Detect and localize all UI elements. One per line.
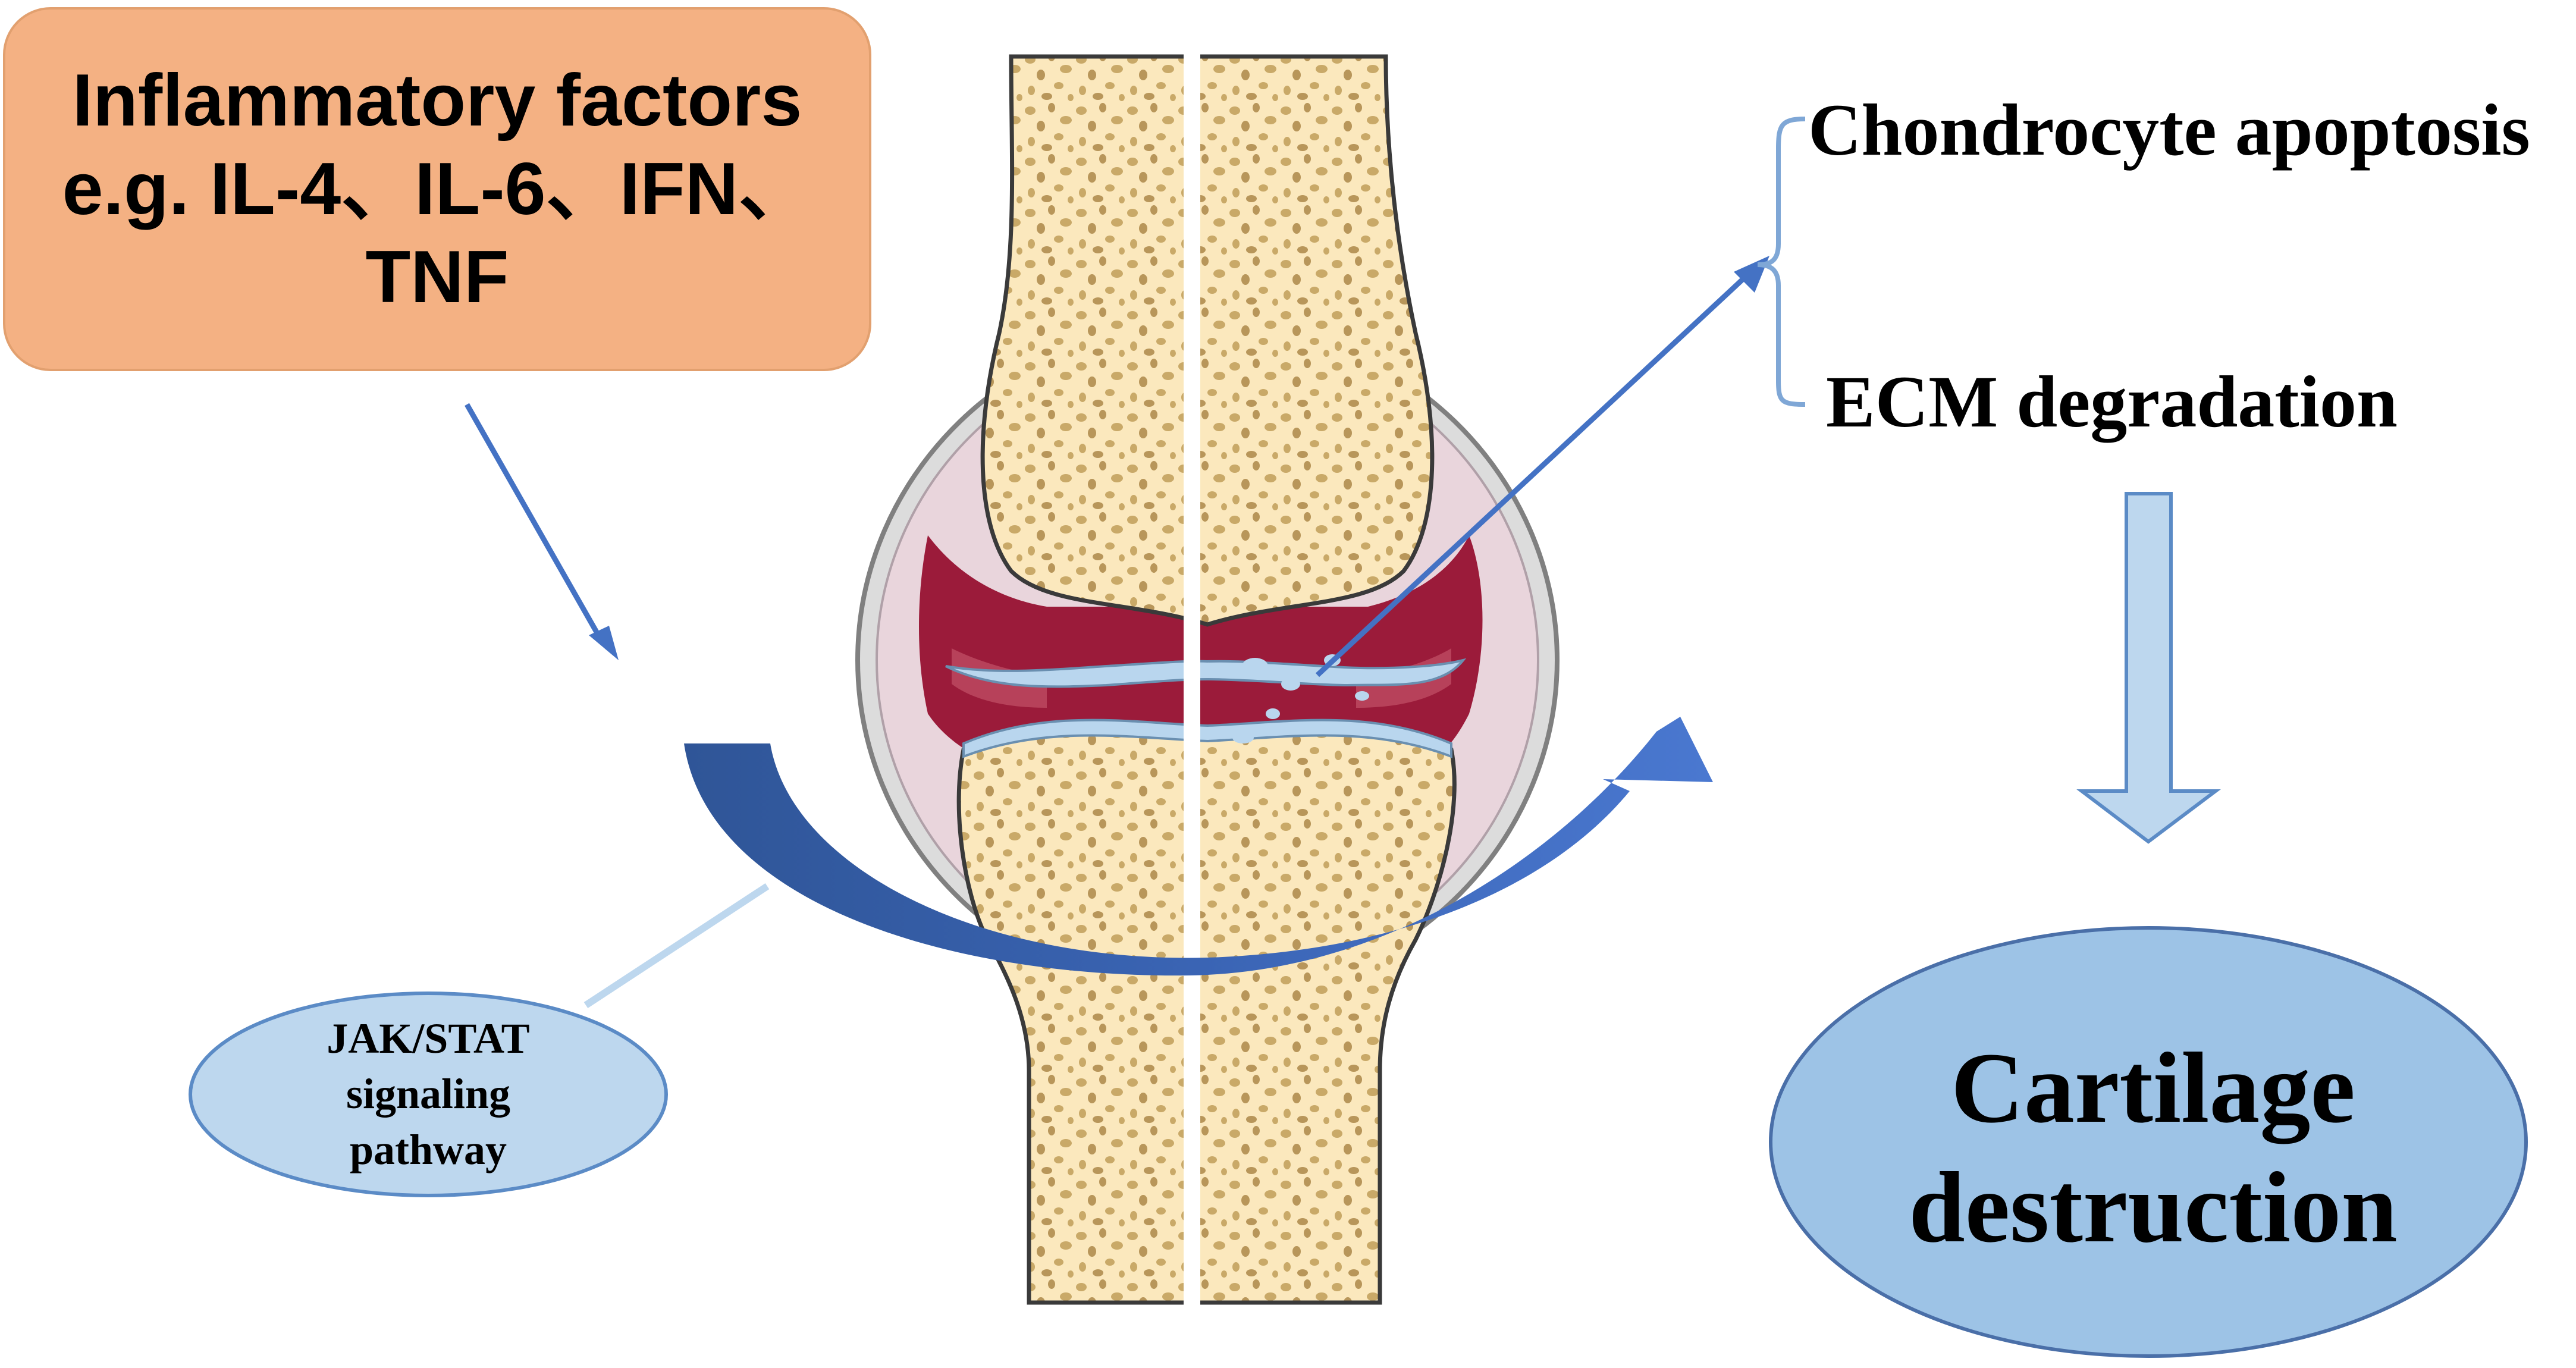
knee-joint-illustration: [855, 54, 1560, 1309]
upper-cartilage: [945, 658, 1467, 688]
factors-line-2: e.g. IL-4、IL-6、IFN、: [62, 148, 812, 230]
factors-line-3: TNF: [365, 236, 509, 319]
result-line-1: Cartilage: [1951, 1032, 2355, 1144]
pathway-oval: [189, 992, 668, 1197]
pathway-line-1: JAK/STAT: [327, 1014, 530, 1062]
femur-bone: [980, 54, 1435, 627]
split-divider: [1184, 54, 1200, 1309]
inflammatory-factors-box: Inflammatory factors e.g. IL-4、IL-6、IFN、…: [3, 7, 871, 371]
pathway-label: JAK/STAT signaling pathway: [184, 993, 672, 1196]
tibia-bone: [956, 724, 1457, 1305]
chondrocyte-apoptosis-label: Chondrocyte apoptosis: [1808, 89, 2530, 171]
pathway-connector: [583, 883, 770, 1009]
result-oval: [1769, 926, 2528, 1358]
down-block-arrow-icon: [2076, 492, 2221, 844]
factors-arrow: [465, 403, 619, 660]
outcome-bracket: [1757, 117, 1806, 407]
cartilage-destruction-label: Cartilage destruction: [1767, 934, 2540, 1362]
inflamed-tissue: [919, 535, 1483, 774]
ecm-degradation-label: ECM degradation: [1826, 361, 2398, 443]
pathway-line-2: signaling: [346, 1070, 511, 1118]
factors-line-1: Inflammatory factors: [72, 59, 802, 142]
result-line-2: destruction: [1909, 1151, 2398, 1263]
lower-cartilage: [962, 718, 1452, 758]
pathway-line-3: pathway: [349, 1125, 507, 1174]
